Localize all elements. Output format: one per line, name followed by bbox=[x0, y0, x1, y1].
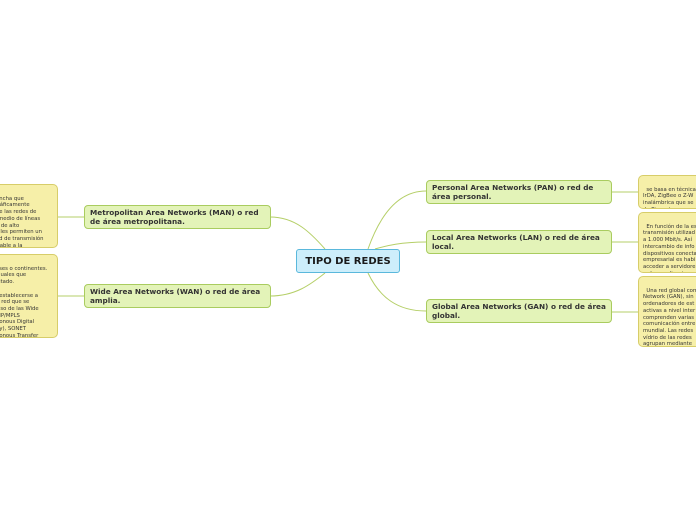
detail-gan-text: Una red global com Network (GAN), sin or… bbox=[643, 287, 696, 347]
detail-wan[interactable]: aíses o continentes. ividuales que limit… bbox=[0, 254, 58, 338]
detail-pan[interactable]: se basa en técnicas IrDA, ZigBee o Z-W i… bbox=[638, 175, 696, 209]
branch-lan[interactable]: Local Area Networks (LAN) o red de área … bbox=[426, 230, 612, 254]
detail-man[interactable]: ancha que ográficamente a de las redes d… bbox=[0, 184, 58, 248]
connector-root-pan bbox=[367, 190, 427, 250]
branch-lan-label: Local Area Networks (LAN) o red de área … bbox=[432, 233, 600, 251]
connector-root-gan bbox=[367, 272, 427, 312]
detail-lan-text: En función de la est transmisión utiliza… bbox=[643, 223, 696, 272]
branch-pan-label: Personal Area Networks (PAN) o red de ár… bbox=[432, 183, 594, 201]
root-node[interactable]: TIPO DE REDES bbox=[296, 249, 400, 273]
detail-gan[interactable]: Una red global com Network (GAN), sin or… bbox=[638, 276, 696, 347]
branch-wan[interactable]: Wide Area Networks (WAN) o red de área a… bbox=[84, 284, 271, 308]
branch-man[interactable]: Metropolitan Area Networks (MAN) o red d… bbox=[84, 205, 271, 229]
branch-man-label: Metropolitan Area Networks (MAN) o red d… bbox=[90, 208, 259, 226]
branch-pan[interactable]: Personal Area Networks (PAN) o red de ár… bbox=[426, 180, 612, 204]
connector-root-lan bbox=[374, 241, 427, 250]
branch-gan-label: Global Area Networks (GAN) o red de área… bbox=[432, 302, 606, 320]
detail-lan[interactable]: En función de la est transmisión utiliza… bbox=[638, 212, 696, 273]
detail-man-text: ancha que ográficamente a de las redes d… bbox=[0, 195, 44, 248]
connector-root-man bbox=[269, 216, 326, 250]
branch-wan-label: Wide Area Networks (WAN) o red de área a… bbox=[90, 287, 261, 305]
root-title: TIPO DE REDES bbox=[305, 255, 391, 267]
detail-pan-text: se basa en técnicas IrDA, ZigBee o Z-W i… bbox=[643, 186, 696, 208]
branch-gan[interactable]: Global Area Networks (GAN) o red de área… bbox=[426, 299, 612, 323]
detail-wan-text: aíses o continentes. ividuales que limit… bbox=[0, 265, 48, 338]
connector-root-wan bbox=[269, 272, 326, 297]
